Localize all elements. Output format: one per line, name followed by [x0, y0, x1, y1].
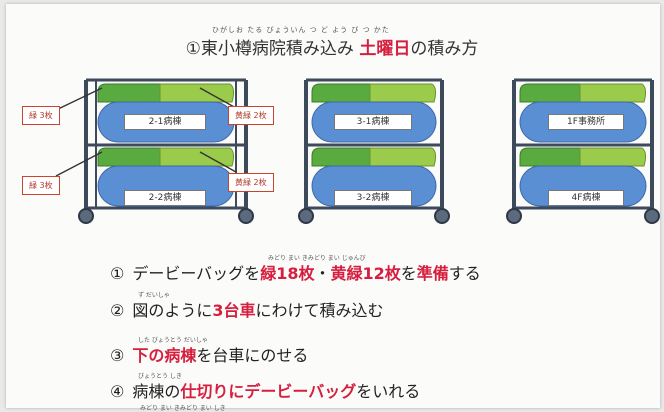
step-4-highlight: 仕切りに	[180, 382, 245, 401]
step-1-highlight: 黄緑12枚	[330, 264, 401, 283]
title-suffix: の積み方	[410, 39, 479, 59]
step-1-text: する	[448, 264, 481, 283]
step-1-highlight: 準備	[416, 264, 449, 283]
step-1-text: ・	[314, 264, 331, 283]
cart-3-bottom-label: 4F病棟	[548, 190, 624, 206]
step-3-highlight: 下の病棟	[132, 346, 197, 365]
step-4-number: ④	[110, 382, 125, 401]
cart-2-bottom-label: 3-2病棟	[334, 190, 412, 206]
step-3: ③ 下の病棟を台車にのせる	[110, 342, 308, 366]
step-4-text: 病棟の	[132, 382, 181, 401]
step-2-text: 図のように	[132, 301, 213, 320]
callout-yellowgreen-bottom: 黄緑 2枚	[228, 173, 274, 192]
step-4-highlight: デービーバッグ	[244, 382, 357, 401]
step-3-text: を台車にのせる	[196, 346, 309, 365]
callout-green-top: 緑 3枚	[22, 106, 60, 125]
step-3-number: ③	[110, 346, 125, 365]
step-1-text: デービーバッグを	[132, 264, 261, 283]
step-2: ② 図のように3台車にわけて積み込む	[110, 297, 384, 321]
step-1-number: ①	[110, 264, 125, 283]
cart-3-top-label: 1F事務所	[548, 114, 624, 130]
step-2-number: ②	[110, 301, 125, 320]
bottom-ruby: みどり まい きみどり まい しき	[140, 405, 226, 412]
step-2-highlight: 3台車	[212, 301, 256, 320]
step-4: ④ 病棟の仕切りにデービーバッグをいれる	[110, 378, 420, 402]
callout-green-bottom: 緑 3枚	[22, 176, 60, 195]
title-highlight: 土曜日	[359, 39, 411, 59]
cart-2-top-label: 3-1病棟	[334, 114, 412, 130]
page-title: ①東小樽病院積み込み 土曜日の積み方	[0, 34, 664, 59]
callout-yellowgreen-top: 黄緑 2枚	[228, 106, 274, 125]
title-ruby: ひがしお たる びょういん つ ど よう び つ かた	[212, 26, 390, 34]
step-3-ruby: した びょうとう だいしゃ	[138, 337, 208, 344]
step-4-text: をいれる	[356, 382, 421, 401]
step-1-text: を	[400, 264, 417, 283]
title-prefix: ①東小樽病院積み込み	[185, 39, 354, 59]
cart-1-top-label: 2-1病棟	[124, 114, 206, 130]
step-1-ruby: みどり まい きみどり まい じゅんび	[268, 255, 366, 262]
step-2-text: にわけて積み込む	[255, 301, 384, 320]
step-1: ① デービーバッグを緑18枚・黄緑12枚を準備する	[110, 260, 481, 284]
cart-1-bottom-label: 2-2病棟	[124, 190, 206, 206]
step-2-ruby: ず だいしゃ	[138, 292, 170, 299]
step-1-highlight: 緑18枚	[260, 264, 315, 283]
step-4-ruby: びょうとう しき	[138, 373, 182, 380]
